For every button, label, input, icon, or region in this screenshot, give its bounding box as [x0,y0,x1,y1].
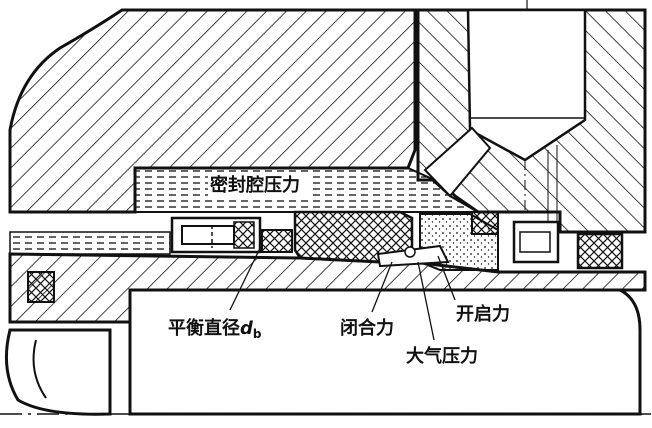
opening-force-leader [437,255,456,301]
balance-diameter-text: 平衡直径 [168,317,240,339]
closing-force-label: 闭合力 [340,317,394,339]
atmospheric-pressure-label: 大气压力 [406,345,478,367]
closing-force-leader [371,261,393,313]
balance-diameter-subscript: b [253,327,262,341]
o-ring-seat [471,211,499,235]
shaft [128,288,642,416]
balance-diameter-symbol: d [240,318,254,339]
seal-chamber-pressure-label: 密封腔压力 [210,174,300,196]
shaft-sleeve [8,252,647,324]
balance-diameter-leader [229,243,263,311]
o-ring-right [576,232,624,270]
flush-port [466,8,587,162]
o-ring-sleeve [27,271,55,303]
shaft-end [4,328,112,416]
balance-diameter-label: 平衡直径db [168,317,262,341]
atmospheric-pressure-leader [417,261,435,341]
o-ring-left [261,229,293,253]
opening-force-label: 开启力 [456,303,510,325]
fluid-gap [9,231,171,255]
